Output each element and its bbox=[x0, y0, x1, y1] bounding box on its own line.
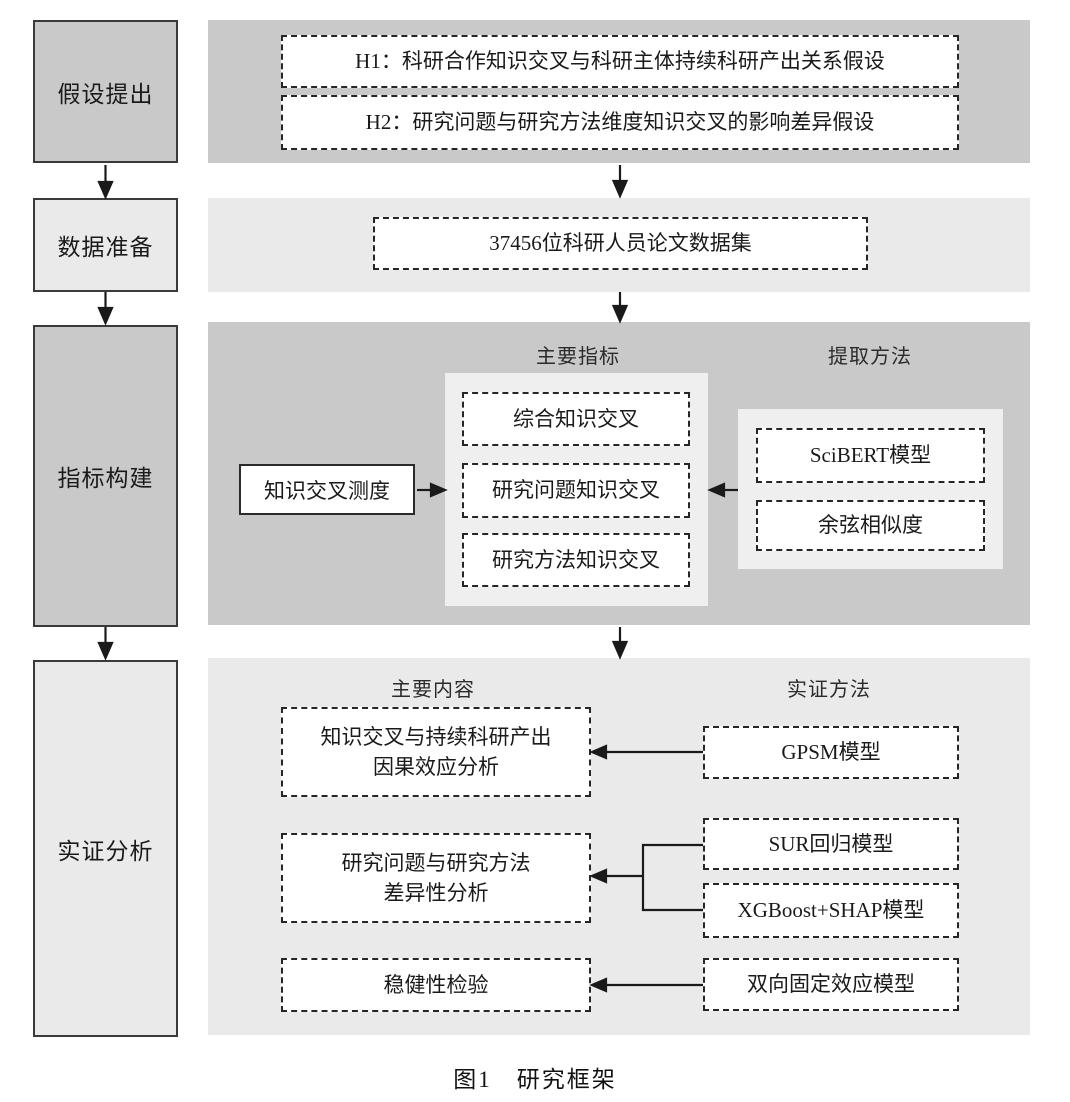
hypothesis-h2-text: H2：研究问题与研究方法维度知识交叉的影响差异假设 bbox=[365, 110, 875, 135]
indicator-text: 研究方法知识交叉 bbox=[492, 547, 660, 572]
method-box-cosine: 余弦相似度 bbox=[756, 500, 985, 551]
empirical-header-method: 实证方法 bbox=[787, 679, 871, 701]
hypothesis-h1-box: H1：科研合作知识交叉与科研主体持续科研产出关系假设 bbox=[281, 35, 959, 88]
arrow-down-icon bbox=[611, 627, 629, 660]
indicator-header-method: 提取方法 bbox=[828, 346, 912, 368]
model-box-fixed-effects: 双向固定效应模型 bbox=[703, 958, 959, 1011]
model-text: XGBoost+SHAP模型 bbox=[737, 898, 925, 923]
content-text-line1: 知识交叉与持续科研产出 bbox=[320, 724, 552, 749]
content-text-line1: 研究问题与研究方法 bbox=[341, 850, 531, 875]
dataset-text: 37456位科研人员论文数据集 bbox=[489, 231, 752, 256]
arrow-down-icon bbox=[611, 292, 629, 324]
dataset-box: 37456位科研人员论文数据集 bbox=[373, 217, 868, 270]
measure-text: 知识交叉测度 bbox=[264, 478, 390, 503]
empirical-header-content: 主要内容 bbox=[391, 679, 475, 701]
stage-label: 实证分析 bbox=[57, 838, 154, 864]
content-box-robustness: 稳健性检验 bbox=[281, 958, 591, 1012]
stage-empirical-analysis: 实证分析 bbox=[33, 660, 178, 1037]
content-text-line2: 因果效应分析 bbox=[373, 755, 499, 779]
method-box-scibert: SciBERT模型 bbox=[756, 428, 985, 483]
model-text: 双向固定效应模型 bbox=[747, 972, 915, 997]
stage-indicator-construction: 指标构建 bbox=[33, 325, 178, 627]
content-box-difference: 研究问题与研究方法 差异性分析 bbox=[281, 833, 591, 923]
method-text: 余弦相似度 bbox=[818, 513, 923, 538]
model-box-gpsm: GPSM模型 bbox=[703, 726, 959, 779]
arrow-down-icon bbox=[611, 165, 629, 199]
arrow-down-icon bbox=[97, 292, 114, 326]
model-text: SUR回归模型 bbox=[768, 831, 894, 856]
indicator-text: 综合知识交叉 bbox=[513, 406, 639, 431]
arrow-down-icon bbox=[97, 627, 114, 661]
stage-label: 指标构建 bbox=[57, 466, 154, 491]
arrow-down-icon bbox=[97, 165, 114, 200]
indicator-box-method: 研究方法知识交叉 bbox=[462, 533, 690, 587]
content-text-line1: 稳健性检验 bbox=[383, 972, 489, 997]
hypothesis-h2-box: H2：研究问题与研究方法维度知识交叉的影响差异假设 bbox=[281, 95, 959, 150]
stage-label: 数据准备 bbox=[57, 235, 154, 260]
indicator-box-question: 研究问题知识交叉 bbox=[462, 463, 690, 518]
model-box-xgboost-shap: XGBoost+SHAP模型 bbox=[703, 883, 959, 938]
indicator-text: 研究问题知识交叉 bbox=[492, 478, 660, 503]
figure-caption: 图1 研究框架 bbox=[453, 1067, 617, 1092]
content-box-causal: 知识交叉与持续科研产出 因果效应分析 bbox=[281, 707, 591, 797]
model-box-sur: SUR回归模型 bbox=[703, 818, 959, 870]
content-text-line2: 差异性分析 bbox=[383, 881, 489, 905]
measure-box: 知识交叉测度 bbox=[239, 464, 415, 515]
hypothesis-h1-text: H1：科研合作知识交叉与科研主体持续科研产出关系假设 bbox=[355, 49, 885, 74]
indicator-box-overall: 综合知识交叉 bbox=[462, 392, 690, 446]
model-text: GPSM模型 bbox=[781, 740, 881, 765]
stage-hypothesis: 假设提出 bbox=[33, 20, 178, 163]
stage-data-preparation: 数据准备 bbox=[33, 198, 178, 292]
stage-label: 假设提出 bbox=[57, 81, 154, 107]
method-text: SciBERT模型 bbox=[809, 443, 932, 468]
indicator-header-main: 主要指标 bbox=[536, 346, 620, 368]
